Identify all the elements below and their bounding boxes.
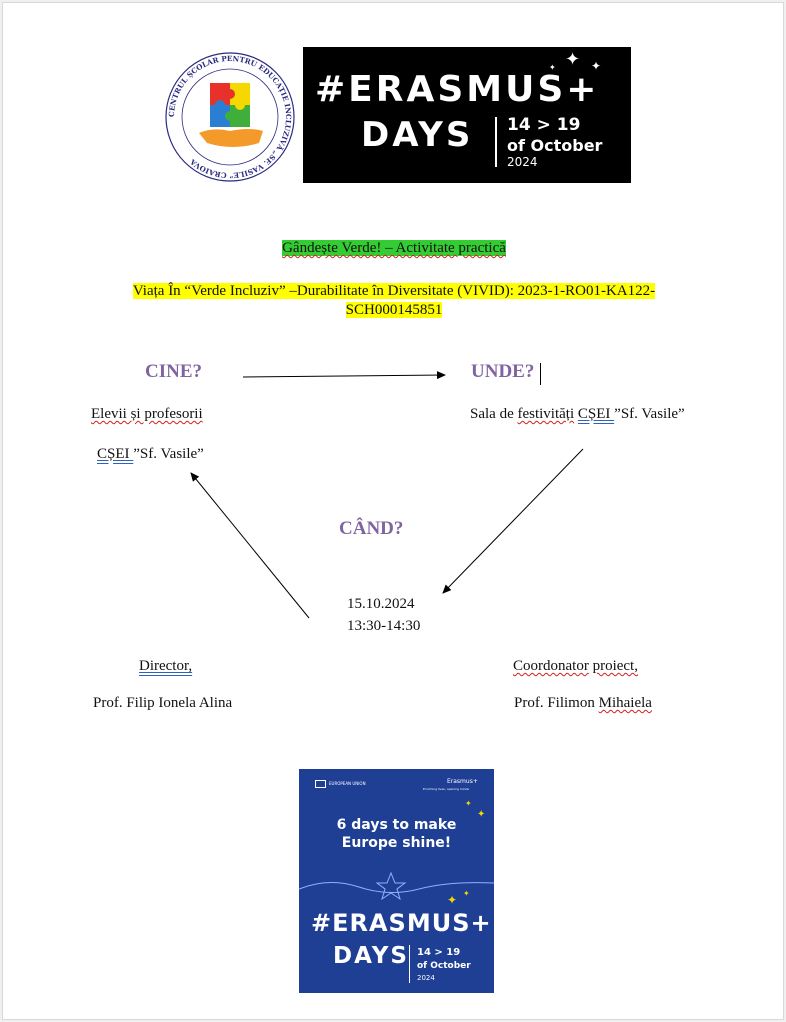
director-role-text: Director, (139, 658, 193, 674)
sparkle-icon: ✦ (591, 59, 602, 73)
erasmus-days-banner: #ERASMUS+ DAYS 14 > 19 of October 2024 ✦… (303, 47, 631, 183)
activity-title: Gândește Verde! – Activitate practică (3, 240, 785, 257)
banner-year: 2024 (507, 155, 538, 169)
unde-text: Sala de festivități CȘEI ”Sf. Vasile” (470, 406, 685, 423)
unde-text-b: festivități (517, 406, 575, 422)
poster-dates: 14 > 19 (417, 947, 461, 958)
unde-org-text: CȘEI (577, 406, 615, 422)
activity-title-text: Gândește Verde! – Activitate practică (282, 240, 506, 256)
poster-hashtag: #ERASMUS+ (311, 909, 492, 937)
poster-wave (299, 871, 494, 901)
banner-month: of October (507, 136, 603, 155)
flow-arrows (190, 371, 584, 619)
poster-line-1: 6 days to make (336, 817, 457, 833)
unde-school-text: ”Sf. Vasile” (614, 406, 685, 422)
cine-line-1-text: Elevii și profesorii (91, 406, 203, 422)
coordinator-role-c: proiect, (592, 658, 638, 674)
sparkle-icon: ✦ (477, 809, 486, 820)
cine-heading: CINE? (145, 361, 203, 382)
poster-line-2: Europe shine! (341, 835, 452, 851)
erasmus-poster: EUROPEAN UNION Erasmus+ Enriching lives,… (299, 769, 494, 993)
cand-time: 13:30-14:30 (347, 618, 421, 634)
project-name: Viața În “Verde Incluziv” –Durabilitate … (3, 282, 785, 320)
poster-brand-sub: Enriching lives, opening minds (423, 787, 469, 791)
poster-days: DAYS (333, 943, 409, 969)
sparkle-icon: ✦ (549, 63, 556, 72)
cine-school-text: ”Sf. Vasile” (133, 446, 204, 462)
eu-flag-icon (315, 780, 326, 788)
director-name: Prof. Filip Ionela Alina (93, 695, 233, 711)
coordinator-name-b: Mihaiela (598, 695, 652, 711)
poster-eu-label: EUROPEAN UNION (329, 781, 366, 786)
banner-hashtag: #ERASMUS+ (315, 69, 600, 110)
banner-dates: 14 > 19 (507, 115, 581, 135)
sparkle-icon: ✦ (463, 889, 470, 898)
sparkle-icon: ✦ (565, 49, 581, 70)
poster-month: of October (417, 961, 471, 971)
arrow-cand-to-cine (190, 472, 310, 619)
arrow-unde-to-cand (442, 448, 584, 594)
banner-days: DAYS (361, 115, 474, 155)
coordinator-name: Prof. Filimon Mihaiela (514, 695, 652, 712)
school-logo-graphic: CENTRUL ȘCOLAR PENTRU EDUCAȚIE INCLUZIVĂ… (165, 52, 295, 182)
cand-heading: CÂND? (339, 518, 404, 539)
banner-divider (495, 117, 497, 167)
poster-brand: Erasmus+ (447, 778, 478, 785)
coordinator-name-a: Prof. Filimon (514, 695, 599, 711)
coordinator-role-a: Coordonator (513, 658, 589, 674)
sparkle-icon: ✦ (465, 799, 472, 808)
arrow-cine-to-unde (242, 371, 446, 380)
cine-org-text: CȘEI (97, 446, 134, 462)
text-cursor (540, 363, 541, 385)
poster-divider (409, 945, 410, 983)
unde-heading: UNDE? (471, 361, 535, 382)
poster-year: 2024 (417, 974, 435, 982)
unde-text-a: Sala de (470, 406, 518, 422)
school-logo: CENTRUL ȘCOLAR PENTRU EDUCAȚIE INCLUZIVĂ… (163, 47, 297, 187)
sparkle-icon: ✦ (447, 893, 458, 907)
project-line-1: Viața În “Verde Incluziv” –Durabilitate … (132, 283, 656, 299)
director-role: Director, (139, 658, 192, 675)
project-line-2: SCH000145851 (345, 302, 443, 318)
cine-line-2: CȘEI ”Sf. Vasile” (97, 446, 204, 463)
cine-line-1: Elevii și profesorii (91, 406, 203, 423)
cand-date: 15.10.2024 (347, 596, 415, 612)
coordinator-role: Coordonator proiect, (513, 658, 638, 675)
